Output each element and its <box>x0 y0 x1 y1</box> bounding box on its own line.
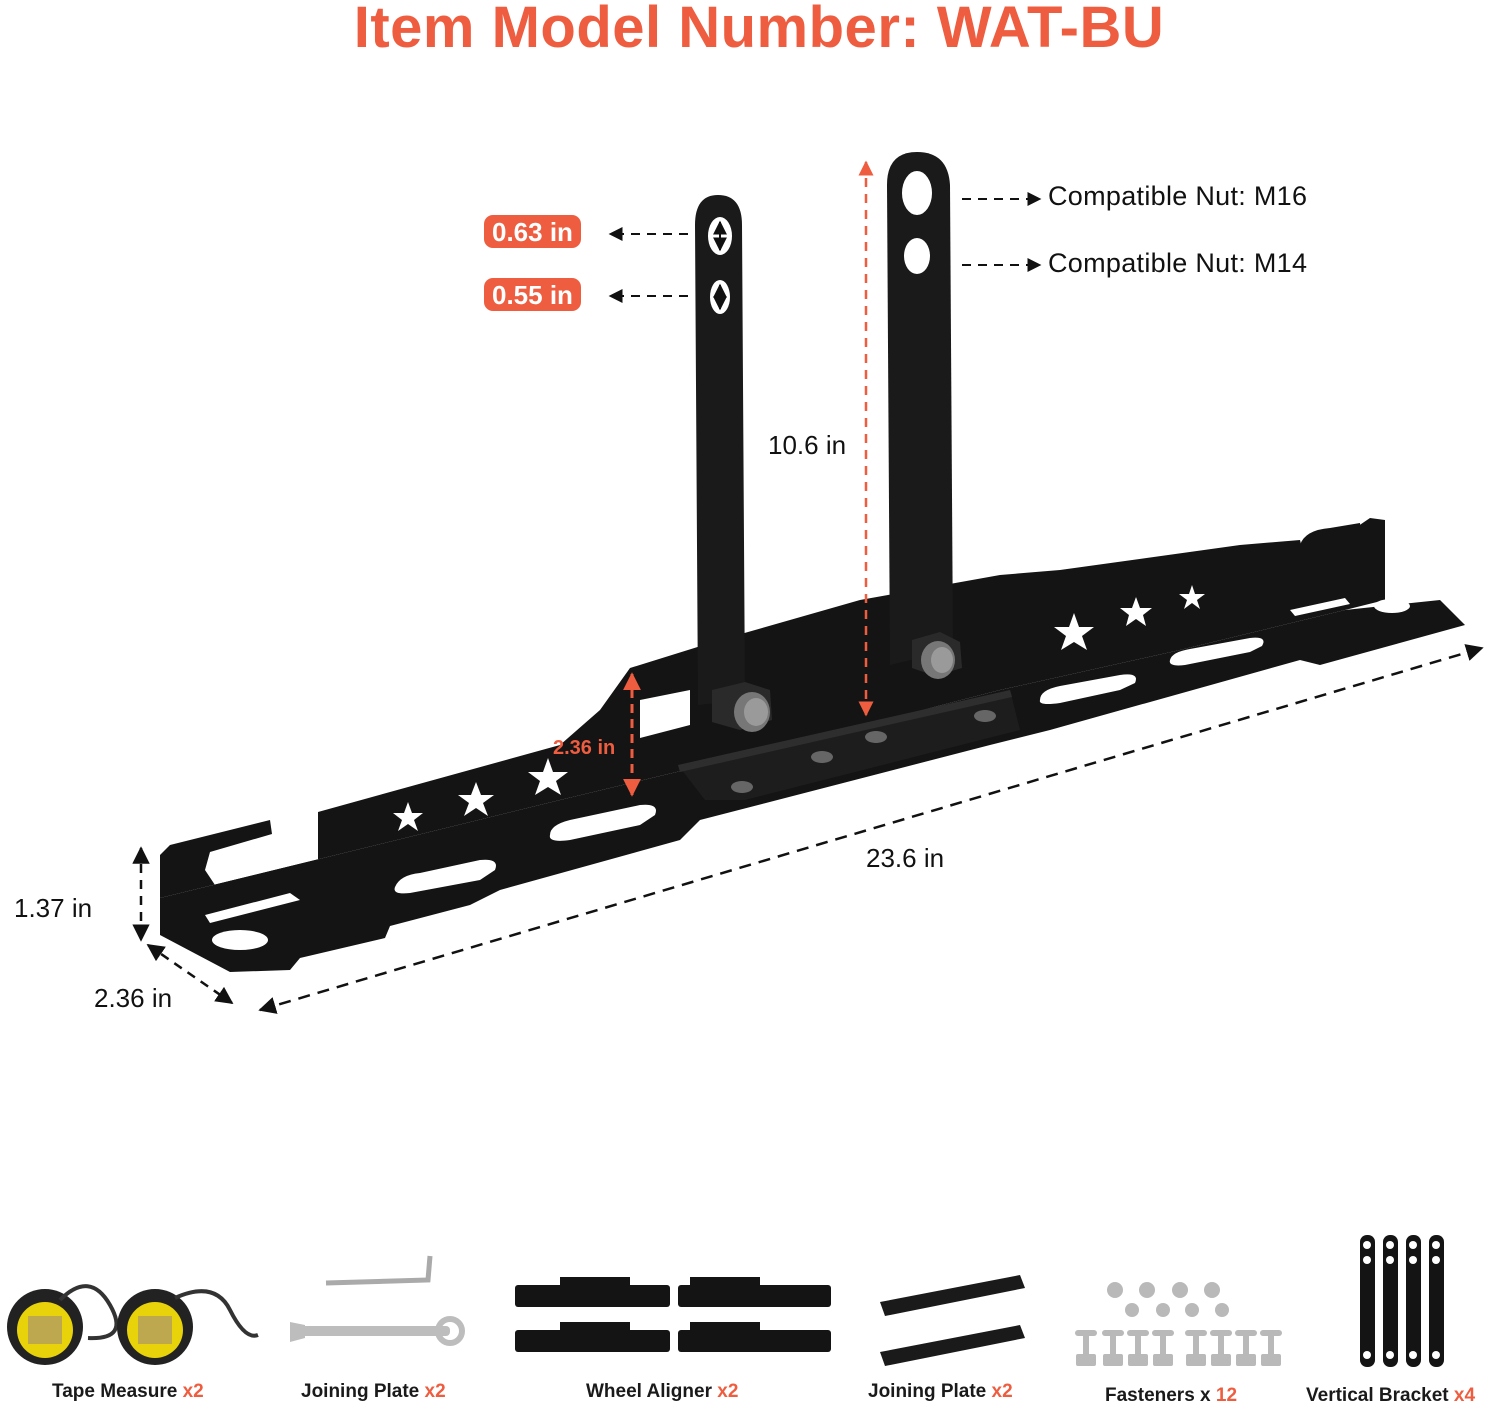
vertical-bracket-right <box>887 152 962 679</box>
hole-size-label-large: 0.63 in <box>484 215 581 248</box>
total-length-label: 23.6 in <box>866 843 945 873</box>
part-label-vertical-bracket: Vertical Bracket x4 <box>1306 1385 1476 1406</box>
part-label-fasteners: Fasteners x 12 <box>1105 1385 1238 1406</box>
wrench-and-hex-key-icon <box>290 1255 465 1346</box>
joining-plates-icon <box>880 1275 1025 1366</box>
bracket-diagram <box>132 152 1484 1014</box>
part-label-joining-plate: Joining Plate x2 <box>868 1381 1013 1402</box>
nut-label-m16: Compatible Nut: M16 <box>1048 181 1308 211</box>
width-dimension-line <box>146 943 234 1005</box>
part-label-joining-plate-tools: Joining Plate x2 <box>301 1381 446 1402</box>
length-dimension-line <box>258 644 1484 1014</box>
tape-measure-icon <box>7 1284 259 1365</box>
hole-size-label-small: 0.55 in <box>484 278 581 311</box>
page-title: Item Model Number: WAT-BU <box>353 0 1165 60</box>
plate-height-label: 2.36 in <box>553 737 616 759</box>
nut-label-m14: Compatible Nut: M14 <box>1048 248 1308 278</box>
flange-height-label: 1.37 in <box>14 893 93 923</box>
width-label: 2.36 in <box>94 983 173 1013</box>
fasteners-icon <box>1075 1282 1282 1366</box>
part-label-wheel-aligner: Wheel Aligner x2 <box>586 1381 739 1402</box>
part-label-tape-measure: Tape Measure x2 <box>52 1381 204 1402</box>
vertical-brackets-icon <box>1360 1235 1444 1367</box>
parts-illustrations <box>7 1235 1444 1367</box>
wheel-aligner-plates-icon <box>515 1277 831 1352</box>
bracket-height-label: 10.6 in <box>768 430 847 460</box>
